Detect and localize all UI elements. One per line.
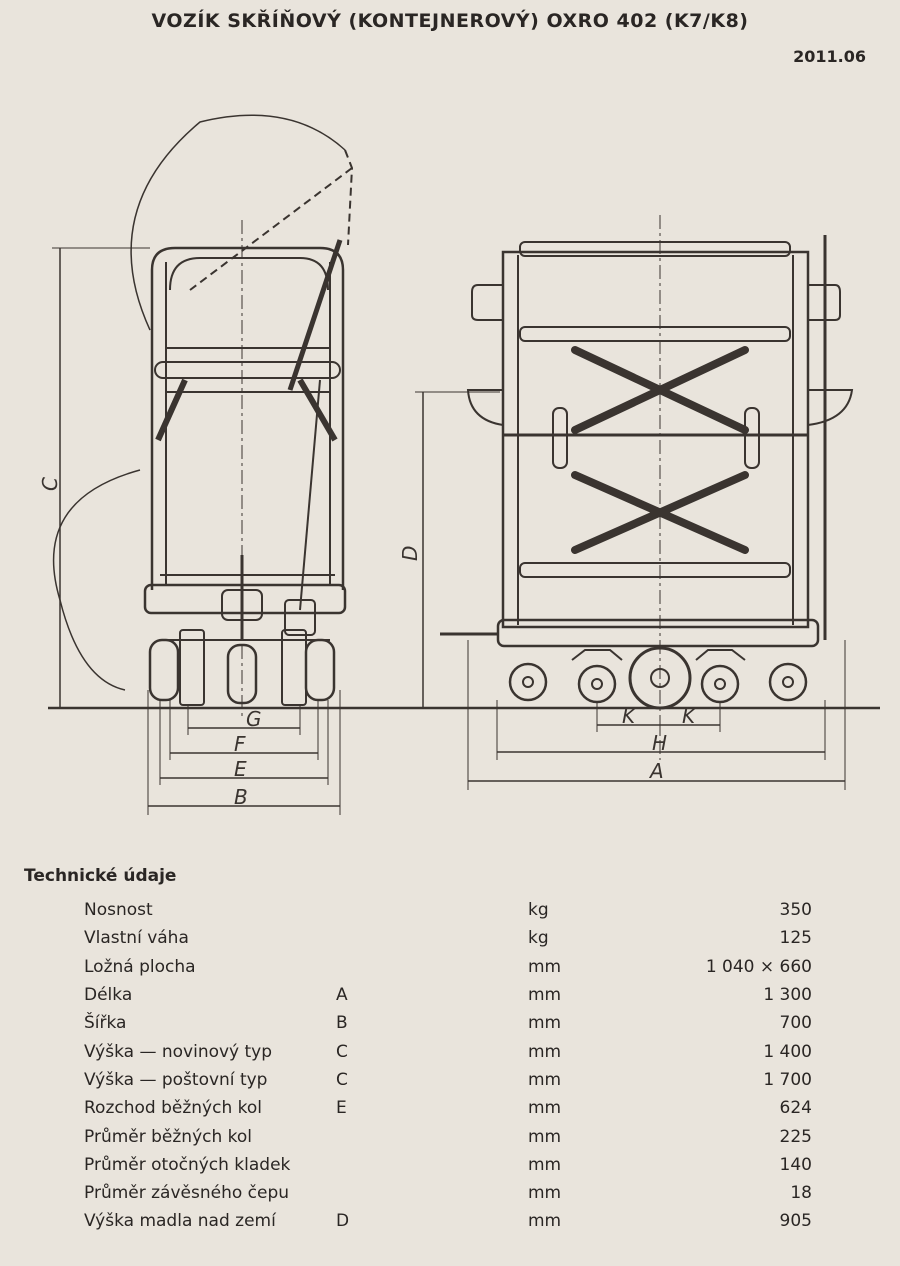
- spec-unit: mm: [528, 1041, 562, 1062]
- spec-symbol: B: [336, 1013, 348, 1034]
- table-row: Ložná plocha mm 1 040 × 660: [78, 953, 818, 981]
- table-row: Průměr běžných kol mm 225: [78, 1122, 818, 1150]
- spec-symbol: [330, 896, 522, 924]
- technical-drawing: C D G F E B K K H A: [38, 114, 880, 815]
- table-row: Vlastní váha kg 125: [78, 924, 818, 952]
- spec-unit: mm: [528, 1211, 562, 1232]
- spec-unit: mm: [528, 1154, 562, 1175]
- dim-label-k-left: K: [622, 704, 637, 728]
- spec-value: 1 700: [763, 1069, 812, 1090]
- spec-name: Výška — poštovní typ: [84, 1069, 268, 1090]
- spec-name: Vlastní váha: [84, 928, 189, 949]
- side-view: [52, 114, 354, 815]
- spec-value: 905: [779, 1211, 812, 1232]
- spec-name: Ložná plocha: [84, 956, 196, 977]
- spec-unit: kg: [528, 900, 549, 921]
- spec-name: Průměr závěsného čepu: [84, 1183, 290, 1204]
- spec-unit: mm: [528, 1069, 562, 1090]
- front-view: [415, 215, 854, 790]
- table-row: Nosnost kg 350: [78, 896, 818, 924]
- table-row: Průměr závěsného čepu mm 18: [78, 1179, 818, 1207]
- spec-name: Průměr běžných kol: [84, 1126, 253, 1147]
- spec-symbol: E: [336, 1098, 347, 1119]
- dim-label-a: A: [648, 759, 664, 783]
- specs-title: Technické údaje: [24, 866, 177, 886]
- spec-unit: mm: [528, 1183, 562, 1204]
- spec-name: Šířka: [84, 1013, 127, 1034]
- spec-name: Délka: [84, 985, 133, 1006]
- page-title: VOZÍK SKŘÍŇOVÝ (KONTEJNEROVÝ) OXRO 402 (…: [151, 10, 749, 32]
- spec-value: 1 040 × 660: [705, 956, 812, 977]
- spec-symbol: [330, 924, 522, 952]
- spec-name: Výška madla nad zemí: [84, 1211, 276, 1232]
- spec-value: 350: [779, 900, 812, 921]
- spec-value: 1 400: [763, 1041, 812, 1062]
- spec-symbol: C: [336, 1041, 348, 1062]
- spec-unit: mm: [528, 985, 562, 1006]
- spec-symbol: C: [336, 1069, 348, 1090]
- spec-value: 1 300: [763, 985, 812, 1006]
- dim-label-d: D: [398, 546, 422, 561]
- spec-symbol: [330, 1179, 522, 1207]
- spec-symbol: [330, 1151, 522, 1179]
- spec-unit: mm: [528, 1013, 562, 1034]
- spec-value: 18: [790, 1183, 812, 1204]
- spec-unit: kg: [528, 928, 549, 949]
- spec-unit: mm: [528, 1098, 562, 1119]
- spec-name: Průměr otočných kladek: [84, 1154, 291, 1175]
- spec-value: 624: [779, 1098, 812, 1119]
- spec-value: 125: [779, 928, 812, 949]
- dim-label-e: E: [234, 757, 247, 781]
- dim-label-f: F: [234, 732, 246, 756]
- dim-label-g: G: [246, 707, 262, 731]
- dim-label-k-right: K: [682, 704, 697, 728]
- spec-name: Výška — novinový typ: [84, 1041, 273, 1062]
- spec-name: Nosnost: [84, 900, 153, 921]
- spec-unit: mm: [528, 1126, 562, 1147]
- dim-label-h: H: [652, 731, 667, 755]
- table-row: Průměr otočných kladek mm 140: [78, 1151, 818, 1179]
- spec-unit: mm: [528, 956, 562, 977]
- spec-value: 225: [779, 1126, 812, 1147]
- spec-symbol: [330, 953, 522, 981]
- spec-symbol: D: [336, 1211, 350, 1232]
- spec-value: 140: [779, 1154, 812, 1175]
- spec-symbol: A: [336, 985, 348, 1006]
- spec-value: 700: [779, 1013, 812, 1034]
- dim-label-c: C: [38, 477, 62, 491]
- document-code: 2011.06: [793, 47, 866, 66]
- spec-symbol: [330, 1122, 522, 1150]
- dim-label-b: B: [234, 785, 248, 809]
- spec-name: Rozchod běžných kol: [84, 1098, 262, 1119]
